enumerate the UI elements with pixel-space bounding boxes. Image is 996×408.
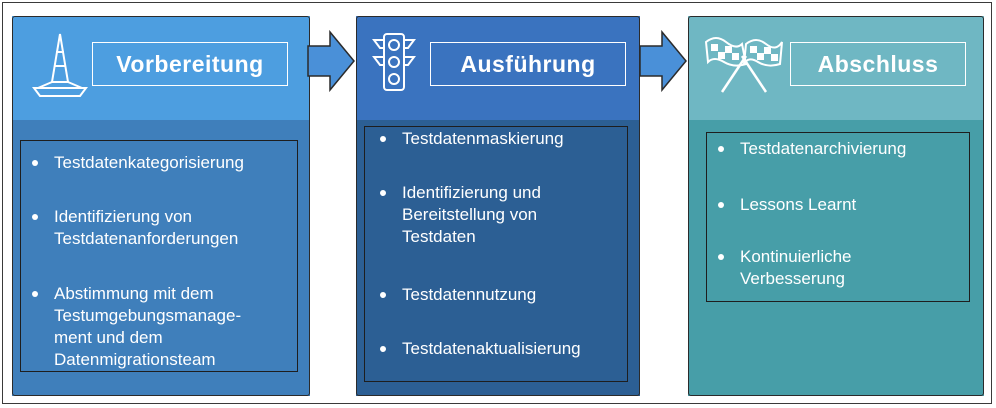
phase-ausfuehrung: Ausführung Testdatenmaskierung Identifiz…	[356, 16, 640, 396]
list-item: Lessons Learnt	[718, 194, 856, 216]
list-item: Testdatenmaskierung	[380, 128, 564, 150]
phase-title: Vorbereitung	[92, 42, 288, 86]
bullet-icon	[32, 160, 38, 166]
phase-body: Testdatenmaskierung Identifizierung und …	[356, 120, 640, 396]
phase-vorbereitung: Vorbereitung Testdatenkategorisierung Id…	[12, 16, 310, 396]
bullet-icon	[380, 346, 386, 352]
phase-title-text: Abschluss	[817, 50, 939, 77]
bullet-icon	[718, 202, 724, 208]
phase-abschluss: Abschluss Testdatenarchivierung Lessons …	[688, 16, 984, 396]
bullet-icon	[718, 254, 724, 260]
item-list-box	[364, 126, 628, 382]
list-item: Testdatenarchivierung	[718, 138, 906, 160]
bullet-icon	[718, 146, 724, 152]
phase-title: Ausführung	[430, 42, 626, 86]
bullet-icon	[380, 136, 386, 142]
list-item: Kontinuierliche Verbesserung	[718, 246, 852, 290]
item-list-box	[706, 132, 970, 302]
phase-title: Abschluss	[790, 42, 966, 86]
phase-body: Testdatenkategorisierung Identifizierung…	[12, 120, 310, 396]
bullet-icon	[380, 190, 386, 196]
phase-body: Testdatenarchivierung Lessons Learnt Kon…	[688, 120, 984, 396]
list-item: Testdatenkategorisierung	[32, 152, 244, 174]
phase-title-text: Ausführung	[460, 50, 596, 77]
item-list-box	[20, 140, 298, 372]
arrow-right-icon	[307, 29, 355, 93]
bullet-icon	[380, 292, 386, 298]
list-item: Identifizierung und Bereitstellung von T…	[380, 182, 541, 248]
traffic-light-icon	[372, 33, 416, 91]
diagram-frame	[2, 2, 992, 404]
bullet-icon	[32, 214, 38, 220]
phase-header: Ausführung	[356, 16, 640, 120]
list-item: Testdatennutzung	[380, 284, 536, 306]
phase-header: Abschluss	[688, 16, 984, 120]
checkered-flags-icon	[704, 37, 783, 93]
arrow-right-icon	[639, 29, 687, 93]
traffic-cone-icon	[32, 33, 88, 97]
bullet-icon	[32, 291, 38, 297]
list-item: Identifizierung von Testdatenanforderung…	[32, 206, 238, 250]
phase-header: Vorbereitung	[12, 16, 310, 120]
list-item: Abstimmung mit dem Testumgebungsmanage- …	[32, 283, 241, 371]
list-item: Testdatenaktualisierung	[380, 338, 581, 360]
phase-title-text: Vorbereitung	[116, 50, 264, 77]
